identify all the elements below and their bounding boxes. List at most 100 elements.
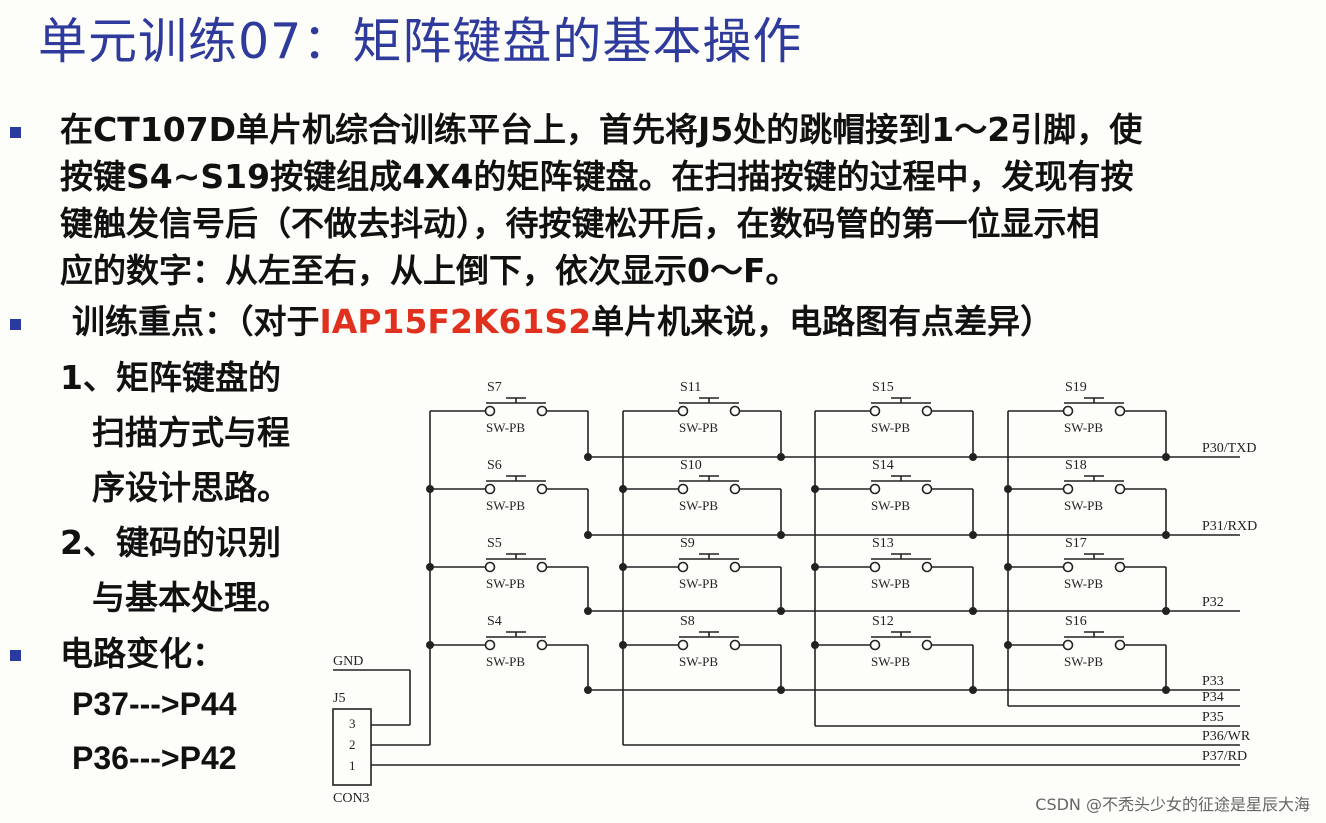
text-span: J5 — [698, 110, 734, 149]
switch-label: S6 — [487, 458, 502, 473]
junction-dot — [583, 530, 592, 539]
switch-contact — [869, 639, 881, 651]
junction-dot — [810, 640, 819, 649]
switch-label: S5 — [487, 536, 502, 551]
switch-contact — [1062, 639, 1074, 651]
switch-type-label: SW-PB — [1064, 576, 1103, 591]
jumper-pin-label: 1 — [349, 758, 356, 773]
intro-paragraph: 在CT107D单片机综合训练平台上，首先将J5处的跳帽接到1～2引脚，使 按键S… — [60, 106, 1300, 294]
junction-dot — [425, 640, 434, 649]
switch-type-label: SW-PB — [871, 576, 910, 591]
switch-contact — [536, 405, 548, 417]
col-pin-label: P36/WR — [1202, 729, 1251, 744]
jumper-pin-label: 2 — [349, 737, 356, 752]
switch-label: S12 — [872, 614, 894, 629]
switch-label: S19 — [1065, 380, 1087, 395]
col-pin-label: P37/RD — [1202, 749, 1247, 764]
switch-contact — [921, 639, 933, 651]
switch-contact — [869, 483, 881, 495]
switch-contact — [536, 561, 548, 573]
junction-dot — [1003, 562, 1012, 571]
text-span: S4~S19 — [126, 157, 271, 196]
text-span: 1～2 — [931, 110, 1011, 149]
text-span: 应的数字：从左至右，从上倒下，依次显示 — [60, 251, 687, 290]
junction-dot — [583, 452, 592, 461]
junction-dot — [776, 530, 785, 539]
switch-type-label: SW-PB — [871, 654, 910, 669]
switch-label: S14 — [872, 458, 894, 473]
junction-dot — [618, 484, 627, 493]
text-span: CT107D — [93, 110, 237, 149]
switch-type-label: SW-PB — [679, 654, 718, 669]
circuit-change-label: 电路变化： — [60, 634, 225, 673]
text-span: 引脚，使 — [1010, 110, 1143, 149]
point-1-cont: 扫描方式与程 — [92, 413, 290, 452]
training-points: 1、矩阵键盘的 扫描方式与程 序设计思路。 2、键码的识别 与基本处理。 — [60, 350, 290, 625]
switch-contact — [869, 405, 881, 417]
switch-contact — [484, 483, 496, 495]
point-2-cont: 与基本处理。 — [92, 578, 290, 617]
junction-dot — [776, 452, 785, 461]
switch-label: S13 — [872, 536, 894, 551]
intro-line-2: 按键S4~S19按键组成4X4的矩阵键盘。在扫描按键的过程中，发现有按 — [60, 153, 1300, 200]
switch-contact — [921, 483, 933, 495]
text-span: 处的跳帽接到 — [733, 110, 932, 149]
switch-type-label: SW-PB — [871, 420, 910, 435]
switch-type-label: SW-PB — [486, 654, 525, 669]
connector-label: CON3 — [333, 791, 370, 806]
junction-dot — [425, 484, 434, 493]
switch-label: S9 — [680, 536, 695, 551]
switch-type-label: SW-PB — [679, 420, 718, 435]
bullet-icon — [10, 319, 21, 330]
intro-line-4: 应的数字：从左至右，从上倒下，依次显示0～F。 — [60, 247, 1300, 294]
jumper-label: J5 — [333, 691, 345, 706]
switch-type-label: SW-PB — [486, 576, 525, 591]
switch-label: S16 — [1065, 614, 1087, 629]
junction-dot — [1003, 640, 1012, 649]
junction-dot — [810, 562, 819, 571]
switch-type-label: SW-PB — [486, 498, 525, 513]
intro-line-1: 在CT107D单片机综合训练平台上，首先将J5处的跳帽接到1～2引脚，使 — [60, 106, 1300, 153]
text-span: 按键组成 — [270, 157, 403, 196]
switch-contact — [677, 483, 689, 495]
switch-contact — [484, 639, 496, 651]
pin-change-2: P36--->P42 — [72, 740, 237, 776]
focus-suffix: 单片机来说，电路图有点差异） — [591, 302, 1054, 341]
switch-label: S8 — [680, 614, 695, 629]
switch-type-label: SW-PB — [1064, 654, 1103, 669]
switch-type-label: SW-PB — [871, 498, 910, 513]
junction-dot — [618, 640, 627, 649]
junction-dot — [810, 484, 819, 493]
gnd-label: GND — [333, 654, 363, 669]
watermark: CSDN @不秃头少女的征途是星辰大海 — [1035, 795, 1310, 814]
row-pin-label: P32 — [1202, 595, 1224, 610]
switch-label: S7 — [487, 380, 502, 395]
bullet-icon — [10, 650, 21, 661]
text-span: 键触发信号后（不做去抖动），待按键松开后，在数码管的第一位显示相 — [60, 204, 1100, 243]
switch-contact — [484, 405, 496, 417]
switch-type-label: SW-PB — [679, 498, 718, 513]
junction-dot — [968, 685, 977, 694]
focus-line: 训练重点：（对于IAP15F2K61S2单片机来说，电路图有点差异） — [72, 298, 1053, 345]
switch-contact — [677, 561, 689, 573]
switch-type-label: SW-PB — [1064, 420, 1103, 435]
switch-contact — [536, 483, 548, 495]
switch-label: S11 — [680, 380, 701, 395]
text-span: 按键 — [60, 157, 126, 196]
intro-line-3: 键触发信号后（不做去抖动），待按键松开后，在数码管的第一位显示相 — [60, 200, 1300, 247]
switch-contact — [1114, 639, 1126, 651]
switch-label: S17 — [1065, 536, 1087, 551]
junction-dot — [1162, 452, 1171, 461]
junction-dot — [1162, 530, 1171, 539]
switch-contact — [729, 405, 741, 417]
junction-dot — [968, 606, 977, 615]
col-pin-label: P34 — [1202, 690, 1224, 705]
switch-type-label: SW-PB — [1064, 498, 1103, 513]
junction-dot — [968, 530, 977, 539]
junction-dot — [583, 606, 592, 615]
junction-dot — [1162, 685, 1171, 694]
junction-dot — [776, 606, 785, 615]
switch-label: S4 — [487, 614, 502, 629]
jumper-connector — [332, 708, 372, 786]
row-pin-label: P31/RXD — [1202, 519, 1257, 534]
